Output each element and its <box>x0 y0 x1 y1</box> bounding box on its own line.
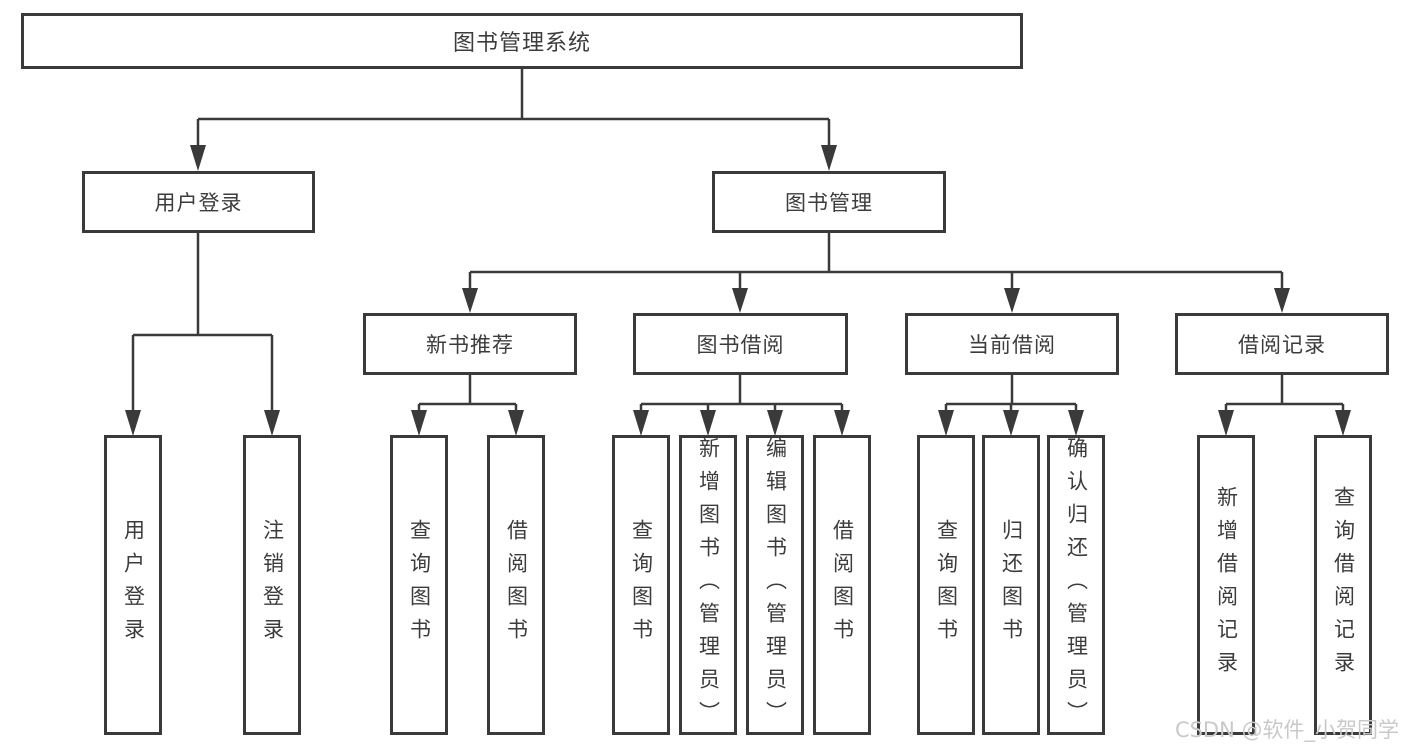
arrow-down-icon <box>732 288 748 313</box>
node-borrow-records: 借阅记录 <box>1175 313 1389 375</box>
connector-new-book-to-leaves <box>417 375 518 411</box>
leaf-label: 查询图书 <box>407 519 432 651</box>
arrow-down-icon <box>264 410 280 436</box>
leaf-edit-books-admin: 编辑图书（管理员） <box>746 435 804 735</box>
arrow-down-icon <box>125 410 141 436</box>
connector-current-borrow-to-leaves <box>944 375 1078 411</box>
node-current-borrow: 当前借阅 <box>905 313 1119 375</box>
arrow-down-icon <box>190 145 206 171</box>
leaf-query-books-recommend: 查询图书 <box>390 435 448 735</box>
leaf-user-login: 用户登录 <box>104 435 162 735</box>
connector-book-mgmt-to-level3 <box>468 233 1284 289</box>
leaf-query-borrow-record: 查询借阅记录 <box>1314 435 1372 735</box>
leaf-label: 新增图书（管理员） <box>696 436 721 734</box>
arrow-down-icon <box>1335 410 1351 436</box>
arrow-down-icon <box>767 410 783 436</box>
connector-borrow-record-to-leaves <box>1224 375 1345 411</box>
arrow-down-icon <box>508 410 524 436</box>
leaf-label: 用户登录 <box>121 519 146 651</box>
node-book-borrow: 图书借阅 <box>633 313 848 375</box>
connector-book-borrow-to-leaves <box>639 375 844 411</box>
leaf-logout: 注销登录 <box>243 435 301 735</box>
arrow-down-icon <box>834 410 850 436</box>
leaf-add-books-admin: 新增图书（管理员） <box>679 435 737 735</box>
leaf-label: 查询图书 <box>629 519 654 651</box>
node-user-login: 用户登录 <box>82 171 315 233</box>
arrow-down-icon <box>633 410 649 436</box>
leaf-query-books-current: 查询图书 <box>917 435 975 735</box>
leaf-label: 确认归还（管理员） <box>1064 436 1089 734</box>
leaf-label: 编辑图书（管理员） <box>763 436 788 734</box>
leaf-query-books-borrow: 查询图书 <box>612 435 670 735</box>
leaf-add-borrow-record: 新增借阅记录 <box>1197 435 1255 735</box>
leaf-label: 查询图书 <box>934 519 959 651</box>
connector-user-login-to-leaves <box>131 233 274 411</box>
arrow-down-icon <box>1218 410 1234 436</box>
leaf-confirm-return-admin: 确认归还（管理员） <box>1047 435 1105 735</box>
arrow-down-icon <box>1068 410 1084 436</box>
arrow-down-icon <box>411 410 427 436</box>
node-new-book-recommend: 新书推荐 <box>363 313 577 375</box>
leaf-label: 新增借阅记录 <box>1214 486 1239 684</box>
node-library-management-system: 图书管理系统 <box>21 13 1023 69</box>
arrow-down-icon <box>462 288 478 313</box>
arrow-down-icon <box>1004 288 1020 313</box>
leaf-label: 借阅图书 <box>830 519 855 651</box>
leaf-label: 归还图书 <box>999 519 1024 651</box>
arrow-down-icon <box>1274 288 1290 313</box>
leaf-label: 借阅图书 <box>504 519 529 651</box>
leaf-label: 注销登录 <box>260 519 285 651</box>
connector-root-to-level2 <box>196 69 831 147</box>
leaf-borrow-books-recommend: 借阅图书 <box>487 435 545 735</box>
leaf-return-books: 归还图书 <box>982 435 1040 735</box>
leaf-borrow-books: 借阅图书 <box>813 435 871 735</box>
arrowheads <box>125 145 1351 436</box>
arrow-down-icon <box>938 410 954 436</box>
node-book-management: 图书管理 <box>712 171 946 233</box>
arrow-down-icon <box>700 410 716 436</box>
arrow-down-icon <box>821 145 837 171</box>
leaf-label: 查询借阅记录 <box>1331 486 1356 684</box>
arrow-down-icon <box>1003 410 1019 436</box>
csdn-watermark: CSDN @软件_小贺同学 <box>1174 718 1399 742</box>
